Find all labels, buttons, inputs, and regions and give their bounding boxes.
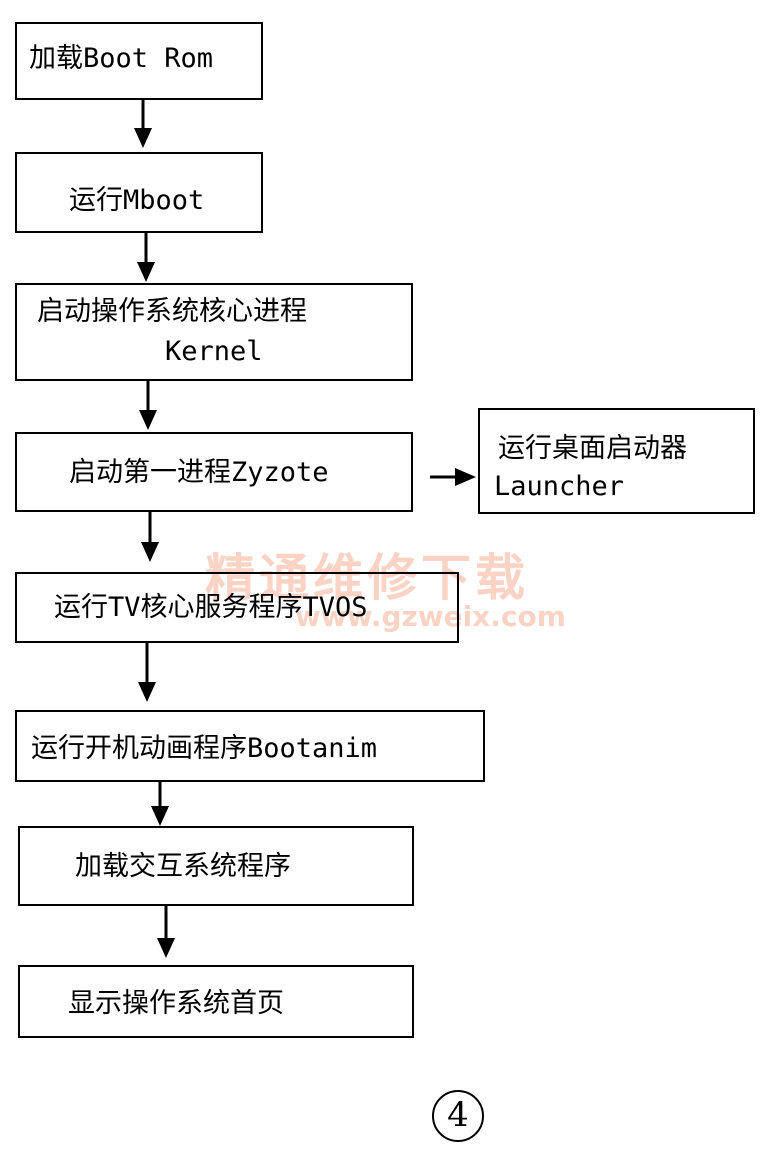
step-label: 加载交互系统程序 bbox=[75, 851, 291, 882]
arrow-2-head bbox=[137, 262, 155, 282]
arrow-4-head bbox=[141, 542, 159, 562]
step-label: 运行Mboot bbox=[69, 185, 205, 216]
arrow-6-head bbox=[151, 806, 169, 826]
step-run-launcher: 运行桌面启动器 Launcher bbox=[478, 408, 755, 514]
step-show-home-page: 显示操作系统首页 bbox=[18, 965, 414, 1038]
step-run-tvos: 运行TV核心服务程序TVOS bbox=[15, 572, 459, 643]
arrow-5-head bbox=[138, 682, 156, 702]
watermark-url: www.gzweix.com bbox=[295, 600, 566, 633]
step-label: 显示操作系统首页 bbox=[68, 988, 284, 1019]
step-label: 运行TV核心服务程序TVOS bbox=[54, 592, 368, 623]
arrow-side-head bbox=[455, 468, 476, 486]
step-run-mboot: 运行Mboot bbox=[15, 152, 263, 233]
step-label: 启动第一进程Zyzote bbox=[69, 457, 329, 488]
step-sublabel: Launcher bbox=[494, 471, 625, 502]
step-load-boot-rom: 加载Boot Rom bbox=[15, 22, 263, 100]
figure-number: 4 bbox=[432, 1090, 484, 1142]
step-sublabel: Kernel bbox=[165, 336, 263, 367]
step-run-bootanim: 运行开机动画程序Bootanim bbox=[15, 710, 485, 782]
step-load-interactive-system: 加载交互系统程序 bbox=[18, 826, 414, 906]
step-label: 运行开机动画程序Bootanim bbox=[31, 733, 378, 764]
arrow-7-head bbox=[157, 938, 175, 958]
arrow-1-head bbox=[134, 128, 152, 148]
step-start-kernel: 启动操作系统核心进程 Kernel bbox=[15, 283, 413, 381]
watermark-text: 精通维修下载 bbox=[205, 549, 529, 607]
step-label: 运行桌面启动器 bbox=[498, 433, 687, 464]
step-label: 启动操作系统核心进程 bbox=[37, 296, 307, 327]
arrow-3-head bbox=[139, 410, 157, 430]
step-start-zyzote: 启动第一进程Zyzote bbox=[15, 432, 413, 512]
step-label: 加载Boot Rom bbox=[29, 43, 214, 74]
